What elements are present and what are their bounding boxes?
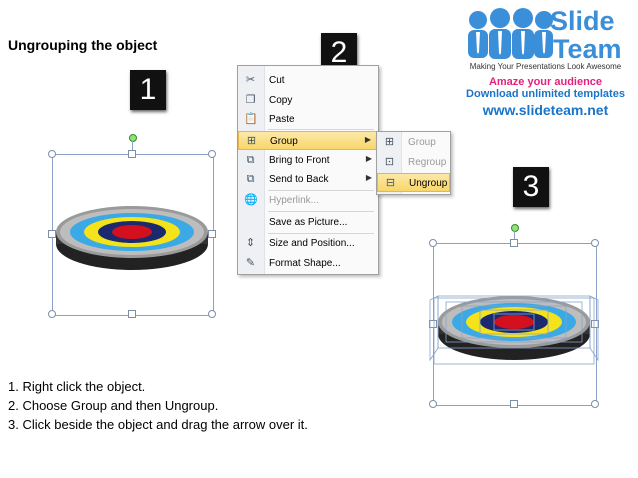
resize-handle-l[interactable] <box>48 230 56 238</box>
instruction-step-3: 3. Click beside the object and drag the … <box>8 417 308 432</box>
size-position-icon: ⇕ <box>245 237 256 249</box>
slideteam-logo: Slide Team Making Your Presentations Loo… <box>458 4 638 119</box>
menu-item-paste[interactable]: 📋 Paste <box>238 110 378 129</box>
menu-item-label: Cut <box>269 75 285 86</box>
resize-handle-t[interactable] <box>128 150 136 158</box>
target-disc-icon <box>56 206 208 270</box>
menu-item-label: Group <box>270 136 298 147</box>
menu-item-label: Size and Position... <box>269 238 355 249</box>
send-to-back-icon: ⧉ <box>246 173 255 185</box>
logo-tagline: Making Your Presentations Look Awesome <box>469 62 622 71</box>
instruction-step-2: 2. Choose Group and then Ungroup. <box>8 398 219 413</box>
resize-handle-b[interactable] <box>510 400 518 408</box>
menu-item-format-shape[interactable]: ✎ Format Shape... <box>238 254 378 273</box>
resize-handle-l[interactable] <box>429 320 437 328</box>
resize-handle-t[interactable] <box>510 239 518 247</box>
submenu-arrow-icon: ▶ <box>365 173 372 182</box>
resize-handle-tr[interactable] <box>208 150 216 158</box>
menu-item-label: Send to Back <box>269 174 329 185</box>
resize-handle-br[interactable] <box>591 400 599 408</box>
menu-item-label: Regroup <box>408 157 447 168</box>
regroup-icon: ⊡ <box>384 156 395 168</box>
format-shape-icon: ✎ <box>245 257 256 269</box>
people-logo-icon <box>468 8 553 59</box>
menu-item-label: Format Shape... <box>269 258 341 269</box>
submenu-item-group[interactable]: ⊞ Group <box>377 133 450 152</box>
menu-item-label: Hyperlink... <box>269 195 320 206</box>
logo-website-link[interactable]: www.slideteam.net <box>482 102 609 118</box>
submenu-arrow-icon: ▶ <box>365 154 372 163</box>
resize-handle-tl[interactable] <box>48 150 56 158</box>
logo-amaze-text: Amaze your audience <box>488 76 603 88</box>
menu-separator <box>268 211 374 212</box>
menu-item-label: Copy <box>269 95 293 106</box>
submenu-item-ungroup[interactable]: ⊟ Ungroup <box>377 173 450 192</box>
menu-item-hyperlink[interactable]: 🌐 Hyperlink... <box>238 191 378 210</box>
page-title: Ungrouping the object <box>8 37 158 53</box>
copy-icon: ❐ <box>245 94 256 106</box>
instruction-list: 1. Right click the object. 2. Choose Gro… <box>8 377 308 434</box>
group-submenu: ⊞ Group ⊡ Regroup ⊟ Ungroup <box>376 131 451 195</box>
menu-separator <box>268 129 374 130</box>
logo-word-team: Team <box>553 34 622 64</box>
bring-to-front-icon: ⧉ <box>246 154 255 166</box>
submenu-item-regroup[interactable]: ⊡ Regroup <box>377 153 450 172</box>
rotate-handle[interactable] <box>129 134 137 142</box>
context-menu: ✂ Cut ❐ Copy 📋 Paste ⊞ Group ▶ ⧉ Bring t… <box>237 65 379 275</box>
logo-download-text: Download unlimited templates <box>466 88 625 100</box>
rotate-handle[interactable] <box>511 224 519 232</box>
resize-handle-tr[interactable] <box>591 239 599 247</box>
resize-handle-r[interactable] <box>208 230 216 238</box>
ungroup-icon: ⊟ <box>385 177 396 189</box>
menu-item-send-to-back[interactable]: ⧉ Send to Back ▶ <box>238 170 378 189</box>
hyperlink-icon: 🌐 <box>244 194 258 206</box>
menu-item-label: Bring to Front <box>269 155 330 166</box>
scissors-icon: ✂ <box>245 74 256 86</box>
paste-icon: 📋 <box>244 113 258 125</box>
step-badge-3: 3 <box>513 167 549 207</box>
instruction-step-1: 1. Right click the object. <box>8 379 146 394</box>
menu-separator <box>268 233 374 234</box>
logo-word-slide: Slide <box>550 6 615 36</box>
resize-handle-b[interactable] <box>128 310 136 318</box>
resize-handle-tl[interactable] <box>429 239 437 247</box>
rotate-connector <box>132 141 133 154</box>
menu-item-bring-to-front[interactable]: ⧉ Bring to Front ▶ <box>238 151 378 170</box>
menu-icon-gutter <box>238 66 265 274</box>
rotate-connector <box>514 231 515 243</box>
ungrouped-target-disc-icon <box>429 295 599 365</box>
menu-item-label: Paste <box>269 114 295 125</box>
menu-item-cut[interactable]: ✂ Cut <box>238 71 378 90</box>
resize-handle-br[interactable] <box>208 310 216 318</box>
resize-handle-bl[interactable] <box>48 310 56 318</box>
resize-handle-r[interactable] <box>591 320 599 328</box>
group-icon: ⊞ <box>384 136 395 148</box>
menu-item-save-as-picture[interactable]: Save as Picture... <box>238 213 378 232</box>
menu-item-label: Ungroup <box>409 178 448 189</box>
menu-item-group[interactable]: ⊞ Group ▶ <box>238 131 378 150</box>
menu-item-label: Save as Picture... <box>269 217 348 228</box>
menu-separator <box>268 190 374 191</box>
resize-handle-bl[interactable] <box>429 400 437 408</box>
group-icon: ⊞ <box>246 135 257 147</box>
submenu-arrow-icon: ▶ <box>364 135 371 144</box>
menu-item-label: Group <box>408 137 436 148</box>
step-badge-1: 1 <box>130 70 166 110</box>
menu-item-size-and-position[interactable]: ⇕ Size and Position... <box>238 234 378 253</box>
menu-item-copy[interactable]: ❐ Copy <box>238 91 378 110</box>
